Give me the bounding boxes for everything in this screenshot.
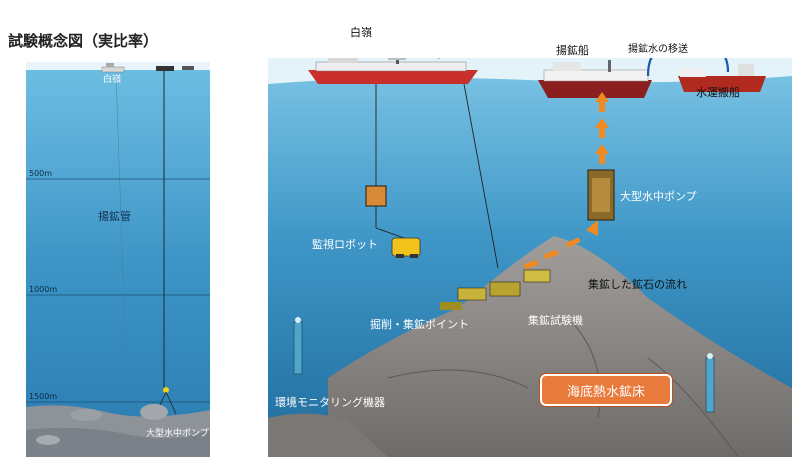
monitoring-device-right xyxy=(705,353,715,413)
rov xyxy=(391,237,421,258)
lift-arrows xyxy=(595,92,609,164)
operation-overview-diagram xyxy=(268,58,792,457)
collector-label: 集鉱試験機 xyxy=(528,314,583,327)
transfer-pipe xyxy=(646,58,730,77)
monitoring-device-left xyxy=(293,317,303,375)
launcher-cage xyxy=(365,185,387,207)
deposit-label: 海底熱水鉱床 xyxy=(566,384,645,400)
hakurei-label: 白嶺 xyxy=(350,26,372,39)
seabed-mound xyxy=(328,236,792,457)
riser-label: 揚鉱管 xyxy=(98,210,131,223)
mining-point-label: 掘削・集鉱ポイント xyxy=(370,318,469,331)
water-transfer-label: 揚鉱水の移送 xyxy=(628,44,688,55)
transport-ship xyxy=(678,64,766,92)
deposit-label-box: 海底熱水鉱床 xyxy=(540,374,672,406)
depth-500-label: 500m xyxy=(29,169,53,178)
lifting-ship xyxy=(538,60,652,98)
real-scale-diagram xyxy=(26,62,210,457)
depth-1500-label: 1500m xyxy=(29,392,58,401)
depth-1000-label: 1000m xyxy=(29,285,58,294)
lifting-ship-label: 揚鉱船 xyxy=(556,44,589,57)
lift-ship-small xyxy=(156,66,194,71)
transport-ship-label: 水運搬船 xyxy=(696,86,740,99)
monitoring-label: 環境モニタリング機器 xyxy=(275,396,385,409)
left-pump-label: 大型水中ポンプ xyxy=(146,429,209,439)
collector-machines xyxy=(440,269,551,310)
left-hakurei-label: 白嶺 xyxy=(103,75,122,85)
ore-flow-label: 集鉱した鉱石の流れ xyxy=(588,278,687,291)
hakurei-ship-small xyxy=(101,63,125,73)
pump-label: 大型水中ポンプ xyxy=(620,190,697,203)
left-panel-title: 試験概念図（実比率） xyxy=(8,32,159,50)
ore-flow-arrows xyxy=(523,220,598,270)
hakurei-ship xyxy=(308,58,478,84)
pump-dot xyxy=(163,387,169,393)
rov-label: 監視ロボット xyxy=(312,238,378,251)
